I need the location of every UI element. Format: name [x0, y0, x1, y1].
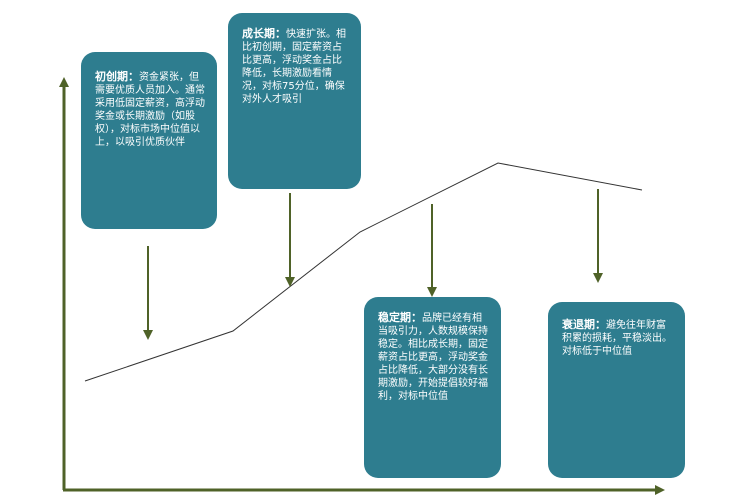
stage-text-decline: 避免往年财富积累的损耗，平稳淡出。对标低于中位值 — [562, 320, 672, 357]
stage-title-startup: 初创期： — [95, 70, 139, 83]
stage-box-decline: 衰退期：避免往年财富积累的损耗，平稳淡出。对标低于中位值 — [548, 302, 685, 478]
stage-title-decline: 衰退期： — [562, 318, 606, 331]
stage-box-stable: 稳定期：品牌已经有相当吸引力，人数规模保持稳定。相比成长期，固定薪资占比更高，浮… — [364, 297, 501, 478]
stage-text-growth: 快速扩张。相比初创期，固定薪资占比更高，浮动奖金占比降低，长期激励看情况，对标7… — [242, 29, 346, 105]
stage-box-startup: 初创期：资金紧张，但需要优质人员加入。通常采用低固定薪资，高浮动奖金或长期激励（… — [81, 52, 217, 229]
stage-title-growth: 成长期： — [242, 27, 286, 40]
stage-title-stable: 稳定期： — [378, 311, 422, 324]
stage-box-growth: 成长期：快速扩张。相比初创期，固定薪资占比更高，浮动奖金占比降低，长期激励看情况… — [228, 13, 361, 189]
stage-text-startup: 资金紧张，但需要优质人员加入。通常采用低固定薪资，高浮动奖金或长期激励（如股权）… — [95, 72, 205, 148]
stage-text-stable: 品牌已经有相当吸引力，人数规模保持稳定。相比成长期，固定薪资占比更高，浮动奖金占… — [378, 313, 488, 402]
lifecycle-curve — [84, 162, 643, 382]
